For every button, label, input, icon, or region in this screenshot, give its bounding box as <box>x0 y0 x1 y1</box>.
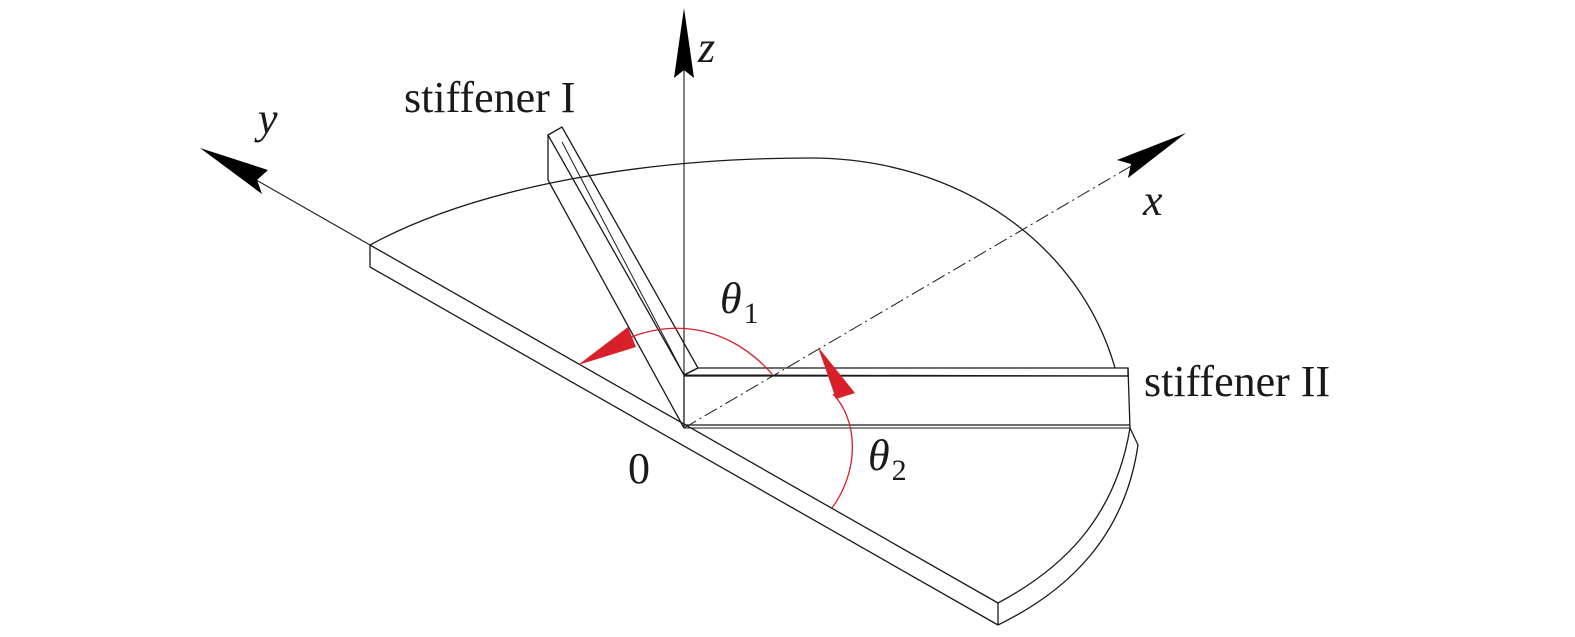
plate-top-arc <box>369 157 1116 369</box>
theta2-arrowhead <box>818 347 855 399</box>
theta2-symbol: θ <box>868 431 890 480</box>
x-axis-label: x <box>1142 176 1163 225</box>
theta2-subscript: 2 <box>892 454 907 487</box>
theta2-label: θ2 <box>868 431 907 487</box>
theta1-arrowhead <box>578 327 636 365</box>
plate-front-arc <box>997 427 1131 604</box>
stiffener-1-face-inner <box>561 141 685 376</box>
theta1-symbol: θ <box>720 274 742 323</box>
x-axis-line <box>683 154 1151 429</box>
z-axis-arrowhead <box>674 8 694 78</box>
plate <box>369 157 1139 626</box>
theta1-subscript: 1 <box>744 297 759 330</box>
stiffener-1 <box>547 126 699 429</box>
stiffener-1-label: stiffener I <box>404 73 575 122</box>
plate-arc-end <box>1129 427 1139 446</box>
y-axis-label: y <box>254 94 278 143</box>
theta1-label: θ1 <box>720 274 759 330</box>
origin-label: 0 <box>628 444 650 493</box>
z-axis-label: z <box>697 23 715 72</box>
plate-edge-bottom <box>369 266 999 626</box>
x-axis-arrowhead <box>1117 133 1186 178</box>
y-axis-arrowhead <box>200 148 268 194</box>
plate-front-arc-lower <box>997 444 1139 626</box>
stiffener-2 <box>683 367 1131 429</box>
stiffener-2-end <box>1127 367 1131 429</box>
stiffener-1-base <box>547 179 685 429</box>
axes <box>200 8 1186 429</box>
angle-markers <box>578 327 855 509</box>
theta2-arc <box>831 393 854 509</box>
stiffener-2-top <box>683 367 1129 377</box>
stiffener-2-label: stiffener II <box>1144 357 1330 406</box>
